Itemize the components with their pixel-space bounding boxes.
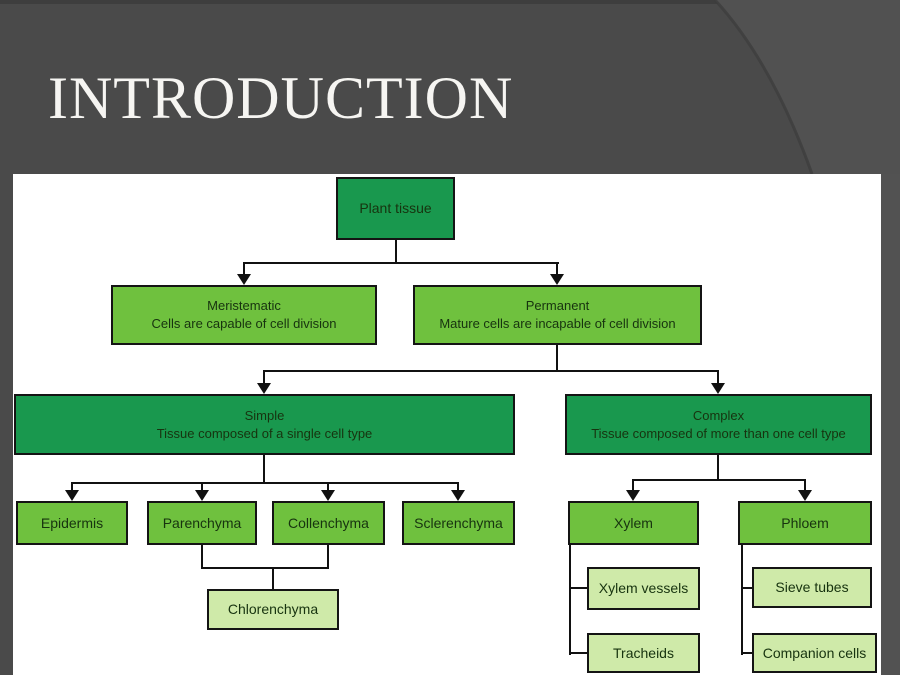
connector-line <box>804 479 806 491</box>
connector-line <box>201 567 329 569</box>
node-label: Chlorenchyma <box>227 601 319 618</box>
node-label: Phloem <box>781 514 829 531</box>
connector-line <box>741 652 752 654</box>
node-companion-cells: Companion cells <box>752 633 877 673</box>
connector-line <box>327 482 329 492</box>
node-meristematic: Meristematic Cells are capable of cell d… <box>111 285 377 345</box>
connector-line <box>327 545 329 569</box>
connector-line <box>556 262 558 275</box>
node-title: Permanent <box>525 298 590 314</box>
connector-line <box>71 482 459 484</box>
node-complex: Complex Tissue composed of more than one… <box>565 394 872 455</box>
node-xylem: Xylem <box>568 501 699 545</box>
node-desc: Tissue composed of a single cell type <box>156 425 373 441</box>
node-phloem: Phloem <box>738 501 872 545</box>
connector-line <box>263 370 719 372</box>
node-label: Sieve tubes <box>775 579 849 596</box>
connector-arrow-icon <box>550 274 564 285</box>
connector-arrow-icon <box>237 274 251 285</box>
connector-arrow-icon <box>711 383 725 394</box>
node-label: Tracheids <box>613 644 674 661</box>
node-simple: Simple Tissue composed of a single cell … <box>14 394 515 455</box>
node-collenchyma: Collenchyma <box>272 501 385 545</box>
connector-line <box>632 479 806 481</box>
node-desc: Tissue composed of more than one cell ty… <box>591 425 846 441</box>
connector-arrow-icon <box>195 490 209 501</box>
connector-line <box>632 479 634 491</box>
node-label: Xylem <box>614 514 653 531</box>
node-sclerenchyma: Sclerenchyma <box>402 501 515 545</box>
node-tracheids: Tracheids <box>587 633 700 673</box>
connector-line <box>243 262 245 275</box>
node-label: Epidermis <box>40 514 104 531</box>
connector-line <box>569 587 587 589</box>
node-plant-tissue: Plant tissue <box>336 177 455 240</box>
connector-line <box>457 482 459 492</box>
connector-arrow-icon <box>65 490 79 501</box>
connector-line <box>741 587 752 589</box>
diagram-panel: Plant tissue Meristematic Cells are capa… <box>13 174 881 675</box>
page-title: INTRODUCTION <box>48 65 514 131</box>
connector-line <box>569 652 587 654</box>
connector-line <box>717 455 719 481</box>
connector-arrow-icon <box>798 490 812 501</box>
node-desc: Cells are capable of cell division <box>151 316 337 331</box>
connector-line <box>569 545 571 655</box>
connector-line <box>272 567 274 589</box>
node-label: Parenchyma <box>162 514 242 531</box>
node-label: Companion cells <box>762 644 867 661</box>
node-epidermis: Epidermis <box>16 501 128 545</box>
connector-arrow-icon <box>451 490 465 501</box>
connector-arrow-icon <box>257 383 271 394</box>
connector-line <box>243 262 559 264</box>
node-parenchyma: Parenchyma <box>147 501 257 545</box>
node-label: Xylem vessels <box>598 580 689 597</box>
connector-line <box>263 455 265 484</box>
connector-line <box>741 545 743 655</box>
node-label: Collenchyma <box>288 514 369 531</box>
connector-line <box>201 482 203 492</box>
node-label: Sclerenchyma <box>414 514 503 531</box>
node-sieve-tubes: Sieve tubes <box>752 567 872 608</box>
node-label: Plant tissue <box>359 200 432 217</box>
node-permanent: Permanent Mature cells are incapable of … <box>413 285 702 345</box>
connector-arrow-icon <box>626 490 640 501</box>
node-title: Simple <box>244 407 285 423</box>
node-chlorenchyma: Chlorenchyma <box>207 589 339 630</box>
connector-line <box>395 240 397 264</box>
node-xylem-vessels: Xylem vessels <box>587 567 700 610</box>
connector-line <box>263 370 265 384</box>
node-title: Meristematic <box>207 298 281 314</box>
connector-arrow-icon <box>321 490 335 501</box>
top-border-strip <box>0 0 900 4</box>
node-desc: Mature cells are incapable of cell divis… <box>439 316 676 331</box>
connector-line <box>556 345 558 372</box>
connector-line <box>71 482 73 492</box>
connector-line <box>201 545 203 569</box>
connector-line <box>717 370 719 384</box>
node-title: Complex <box>692 407 745 423</box>
